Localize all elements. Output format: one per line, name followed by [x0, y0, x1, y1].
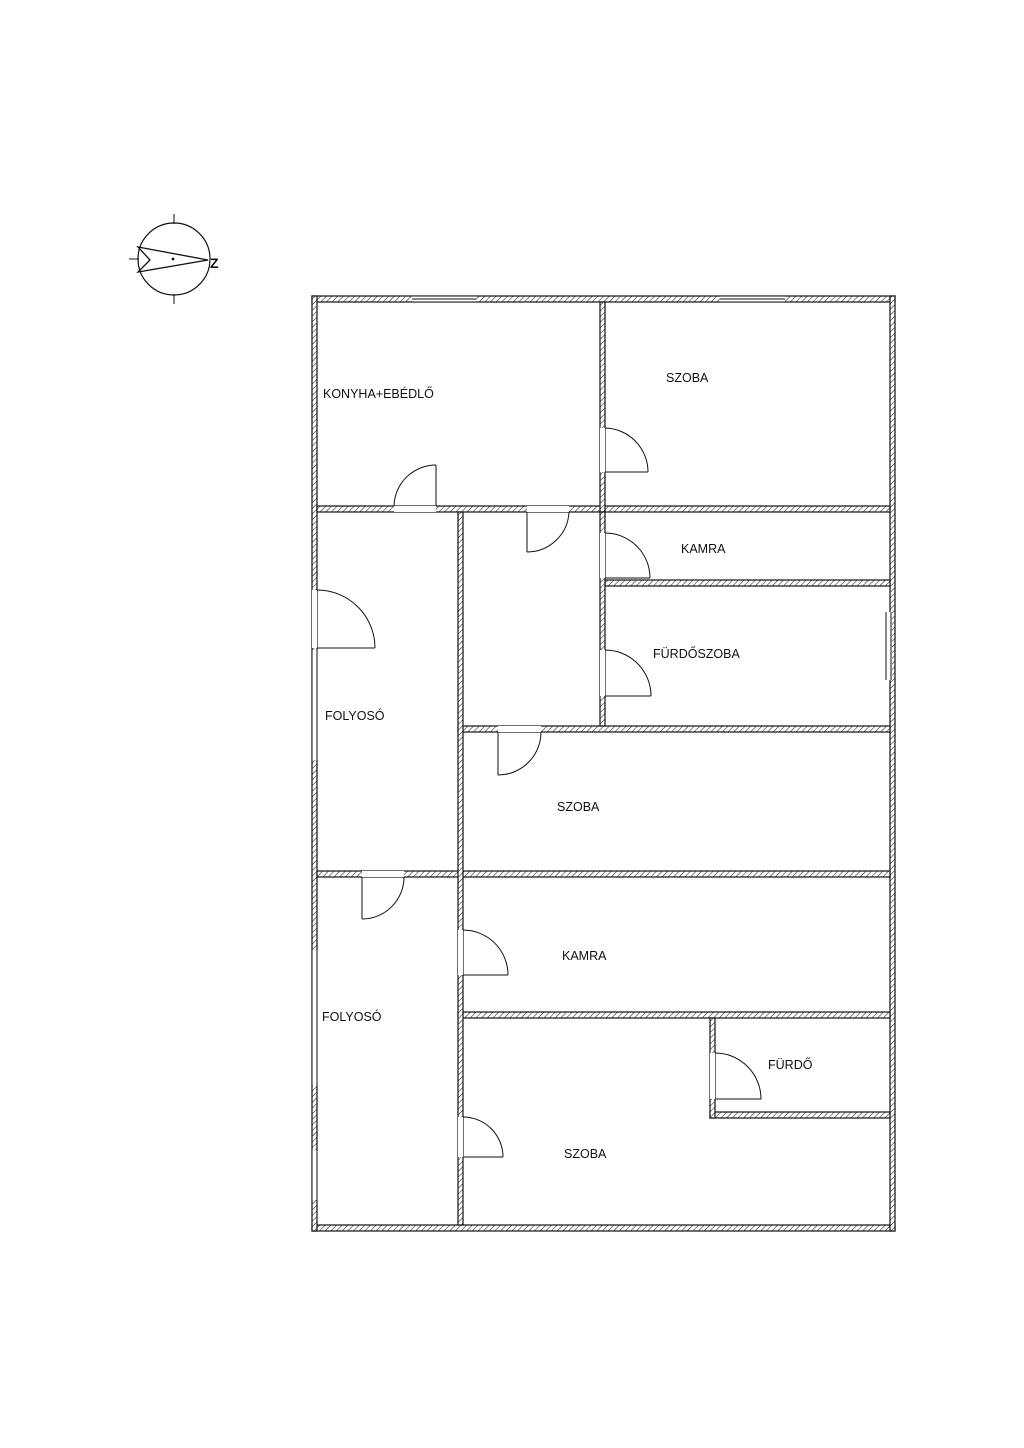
room-label-pantry-lower: KAMRA — [562, 949, 607, 963]
door-opening — [498, 726, 541, 732]
window-gap — [886, 612, 892, 680]
compass-rose-icon: Z — [129, 214, 219, 304]
wall-segment — [600, 512, 605, 726]
door-opening — [600, 650, 605, 696]
door-swing-arc — [604, 532, 651, 579]
wall-segment-outline — [311, 295, 318, 1232]
room-label-bathroom: FÜRDŐSZOBA — [653, 646, 740, 661]
wall-segment — [458, 726, 890, 732]
room-label-pantry-top: KAMRA — [681, 542, 726, 556]
window-gap — [312, 1150, 318, 1200]
room-label-room-bottom: SZOBA — [564, 1147, 607, 1161]
room-label-kitchen-dining: KONYHA+EBÉDLŐ — [323, 386, 434, 401]
door-opening — [600, 533, 605, 578]
compass-north-letter: Z — [210, 255, 219, 271]
door-swing-arc — [316, 589, 376, 649]
door-opening — [600, 428, 605, 472]
door-swing-arc — [462, 1116, 504, 1158]
room-label-room-middle: SZOBA — [557, 800, 600, 814]
door-swing-arc — [714, 1052, 762, 1100]
wall-segment — [317, 871, 890, 877]
window-gap — [312, 650, 318, 760]
wall-segment — [890, 296, 895, 1231]
wall-segment — [458, 1012, 890, 1018]
door-swing-arc — [462, 929, 509, 976]
openings — [311, 295, 892, 1200]
door-swing-arc — [604, 649, 652, 697]
wall-segment-outline — [457, 511, 464, 1226]
room-labels: KONYHA+EBÉDLŐ SZOBA KAMRA FÜRDŐSZOBA FOL… — [322, 371, 813, 1161]
door-opening — [458, 1117, 463, 1157]
door-swing-arc — [526, 511, 570, 553]
door-opening — [362, 871, 404, 877]
door-swing-arc — [361, 876, 405, 920]
window-gap — [312, 950, 318, 1085]
door-swing-arc — [497, 731, 542, 776]
room-label-corridor-upper: FOLYOSÓ — [325, 708, 385, 723]
walls — [311, 295, 896, 1232]
room-label-bath-small: FÜRDŐ — [768, 1057, 813, 1072]
wall-segment-outline — [599, 511, 606, 727]
wall-segment — [600, 302, 605, 512]
door-opening — [527, 506, 569, 512]
wall-segment — [710, 1112, 890, 1118]
door-opening — [394, 506, 436, 512]
wall-segment — [312, 1225, 895, 1231]
wall-segment-outline — [316, 870, 891, 878]
door-opening — [312, 590, 317, 648]
doors — [312, 427, 762, 1158]
door-swing-arc — [393, 464, 437, 507]
wall-segment — [312, 296, 895, 302]
wall-segment-outline — [889, 295, 896, 1232]
wall-segment — [458, 512, 463, 1225]
wall-segment — [312, 296, 317, 1231]
room-label-room-top-right: SZOBA — [666, 371, 709, 385]
door-swing-arc — [604, 427, 649, 473]
door-opening — [458, 930, 463, 975]
door-opening — [710, 1053, 715, 1099]
room-label-corridor-lower: FOLYOSÓ — [322, 1009, 382, 1024]
wall-segment — [605, 580, 890, 586]
